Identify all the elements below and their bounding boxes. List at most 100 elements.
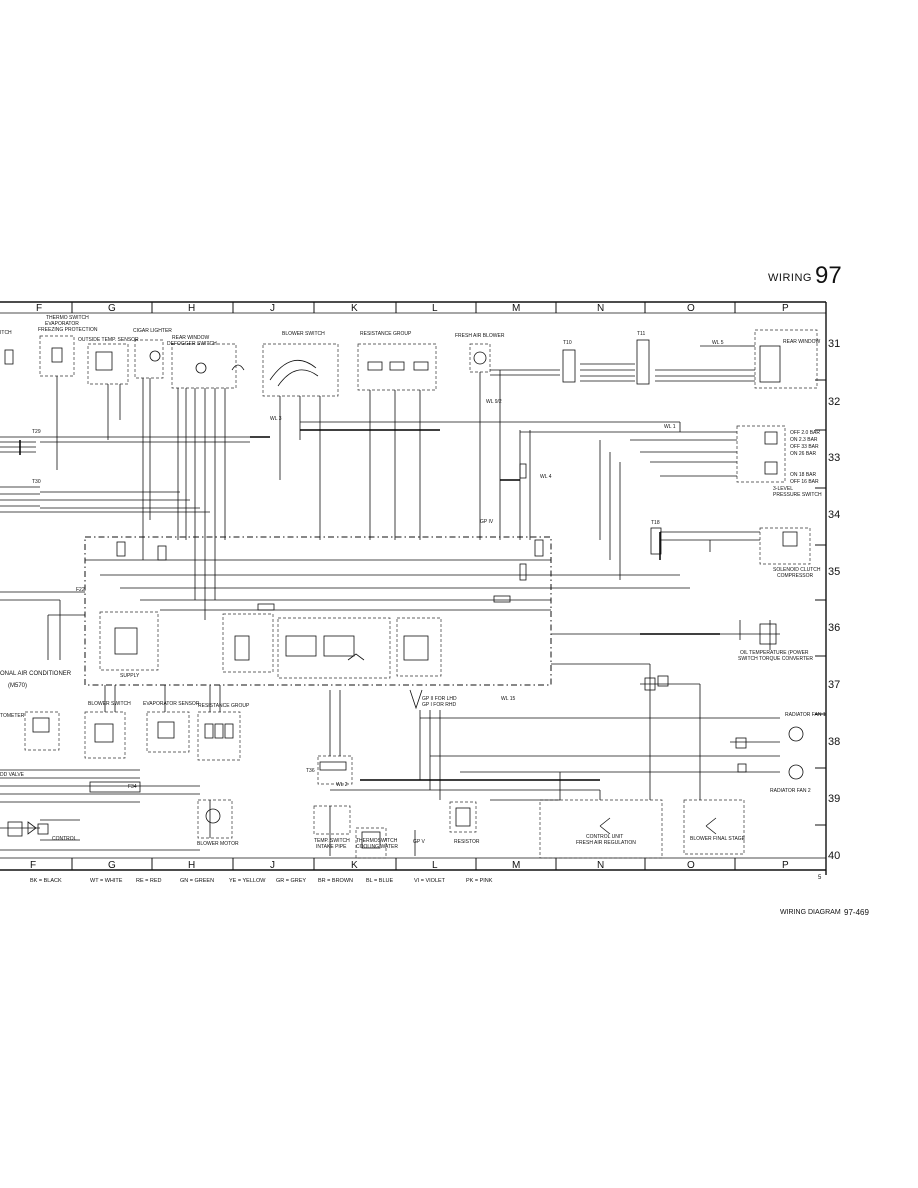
component-labels: THERMO SWITCH EVAPORATOR FREEZING PROTEC… xyxy=(0,315,826,850)
pressure-level: OFF 16 BAR xyxy=(790,479,819,485)
column-label: F xyxy=(30,860,36,871)
connector-label: WL 5 xyxy=(712,340,724,346)
connector-label: T18 xyxy=(651,520,660,526)
column-label: M xyxy=(512,303,520,314)
page-header-title: WIRING xyxy=(768,272,812,284)
row-label: 34 xyxy=(828,509,840,521)
row-label: 36 xyxy=(828,622,840,634)
thermo-switch-label: THERMO SWITCH xyxy=(46,315,89,321)
rear-window-label: REAR WINDOW xyxy=(172,335,210,341)
solenoid-clutch-label-1: SOLENOID CLUTCH xyxy=(773,567,821,573)
row-label: 38 xyxy=(828,736,840,748)
color-legend: BK = BLACK WT = WHITE RE = RED GN = GREE… xyxy=(30,878,493,884)
connector-label: WL 4 xyxy=(540,474,552,480)
legend-item: YE = YELLOW xyxy=(229,878,266,884)
row-label: 37 xyxy=(828,679,840,691)
freezing-protection-label: FREEZING PROTECTION xyxy=(38,327,98,333)
connector-label: T30 xyxy=(32,479,41,485)
sheet-marker: 5 xyxy=(818,875,822,881)
rear-window-right-label: REAR WINDOW xyxy=(783,339,821,345)
cigar-lighter-label: CIGAR LIGHTER xyxy=(133,328,172,334)
column-label: H xyxy=(188,303,195,314)
column-label: N xyxy=(597,860,604,871)
legend-item: PK = PINK xyxy=(466,878,493,884)
legend-item: GN = GREEN xyxy=(180,878,214,884)
fresh-air-blower-label: FRESH AIR BLOWER xyxy=(455,333,505,339)
blower-switch-top-label: BLOWER SWITCH xyxy=(282,331,325,337)
column-labels-top: F G H J K L M N O P xyxy=(36,303,789,314)
connector-label: T36 xyxy=(306,768,315,774)
blower-switch-bottom-label: BLOWER SWITCH xyxy=(88,701,131,707)
column-label: J xyxy=(270,303,275,314)
column-labels-bottom: F G H J K L M N O P xyxy=(30,860,789,871)
blower-motor-label: BLOWER MOTOR xyxy=(197,841,239,847)
pressure-switch-label-1: 3-LEVEL xyxy=(773,486,793,492)
temp-switch-label-2: INTAKE PIPE xyxy=(316,844,347,850)
row-label: 40 xyxy=(828,850,840,862)
blower-final-stage-label: BLOWER FINAL STAGE xyxy=(690,836,746,842)
column-label: H xyxy=(188,860,195,871)
evaporator-sensor-label: EVAPORATOR SENSOR xyxy=(143,701,200,707)
legend-item: BL = BLUE xyxy=(366,878,393,884)
column-label: J xyxy=(270,860,275,871)
legend-item: WT = WHITE xyxy=(90,878,123,884)
resistance-group-bottom-label: RESISTANCE GROUP xyxy=(198,703,250,709)
supply-label: SUPPLY xyxy=(120,673,140,679)
connector-label: T10 xyxy=(563,340,572,346)
column-label: O xyxy=(687,303,695,314)
connector-label: WL 3 xyxy=(270,416,282,422)
legend-item: GR = GREY xyxy=(276,878,306,884)
wiring xyxy=(0,345,780,856)
legend-item: BR = BROWN xyxy=(318,878,353,884)
legend-item: VI = VIOLET xyxy=(414,878,446,884)
oil-temp-switch-label-1: OIL TEMPERATURE (POWER xyxy=(740,650,809,656)
gp-lhd-label: GP II FOR LHD xyxy=(422,696,457,702)
row-labels: 31 32 33 34 35 36 37 38 39 40 5 xyxy=(818,338,840,881)
component-boxes xyxy=(24,329,818,859)
switch-cut-label: ITCH xyxy=(0,330,12,336)
column-label: K xyxy=(351,303,358,314)
connector-label: GP IV xyxy=(480,519,494,525)
pressure-level: OFF 33 BAR xyxy=(790,444,819,450)
pressure-level: ON 2.3 BAR xyxy=(790,437,818,443)
column-label: G xyxy=(108,860,116,871)
optional-ac-code: (M570) xyxy=(8,683,27,689)
legend-item: BK = BLACK xyxy=(30,878,62,884)
row-label: 35 xyxy=(828,566,840,578)
row-label: 33 xyxy=(828,452,840,464)
connector-label: T11 xyxy=(637,331,645,337)
connector-label: WL 1 xyxy=(664,424,676,430)
row-label: 32 xyxy=(828,396,840,408)
resistor-label: RESISTOR xyxy=(454,839,480,845)
pressure-level: OFF 2.0 BAR xyxy=(790,430,820,436)
connector-labels: T29 T30 T10 T11 T18 WL 5 WL 3 WL 4 WL 1 … xyxy=(32,331,724,790)
gp-rhd-label: GP I FOR RHD xyxy=(422,702,456,708)
column-label: L xyxy=(432,303,438,314)
column-label: N xyxy=(597,303,604,314)
row-label: 39 xyxy=(828,793,840,805)
oil-temp-switch-label-2: SWITCH TORQUE CONVERTER xyxy=(738,656,813,662)
pressure-switch-label-2: PRESSURE SWITCH xyxy=(773,492,822,498)
valve-cut-label: DD VALVE xyxy=(0,772,25,778)
outside-temp-sensor-label: OUTSIDE TEMP. SENSOR xyxy=(78,337,139,343)
control-label: CONTROL xyxy=(52,836,77,842)
radiator-fan-2-label: RADIATOR FAN 2 xyxy=(770,788,811,794)
column-label: G xyxy=(108,303,116,314)
control-unit-label-2: FRESH AIR REGULATION xyxy=(576,840,636,846)
solenoid-clutch-label-2: COMPRESSOR xyxy=(777,573,814,579)
pressure-level: ON 26 BAR xyxy=(790,451,817,457)
footer-title: WIRING DIAGRAM xyxy=(780,909,841,916)
defogger-switch-label: DEFOGGER SWITCH xyxy=(167,341,217,347)
radiator-fan-1-label: RADIATOR FAN 1 xyxy=(785,712,826,718)
pressure-level: ON 18 BAR xyxy=(790,472,817,478)
connector-label: T29 xyxy=(32,429,41,435)
gp-v-label: GP V xyxy=(413,839,426,845)
column-label: M xyxy=(512,860,520,871)
temp-switch-label-1: TEMP. SWITCH xyxy=(314,838,350,844)
optional-ac-box xyxy=(84,536,552,686)
connector-label: F22 xyxy=(76,587,85,593)
page-number: 97 xyxy=(815,262,842,289)
component-symbols xyxy=(4,339,804,849)
footer-number: 97-469 xyxy=(844,908,869,917)
